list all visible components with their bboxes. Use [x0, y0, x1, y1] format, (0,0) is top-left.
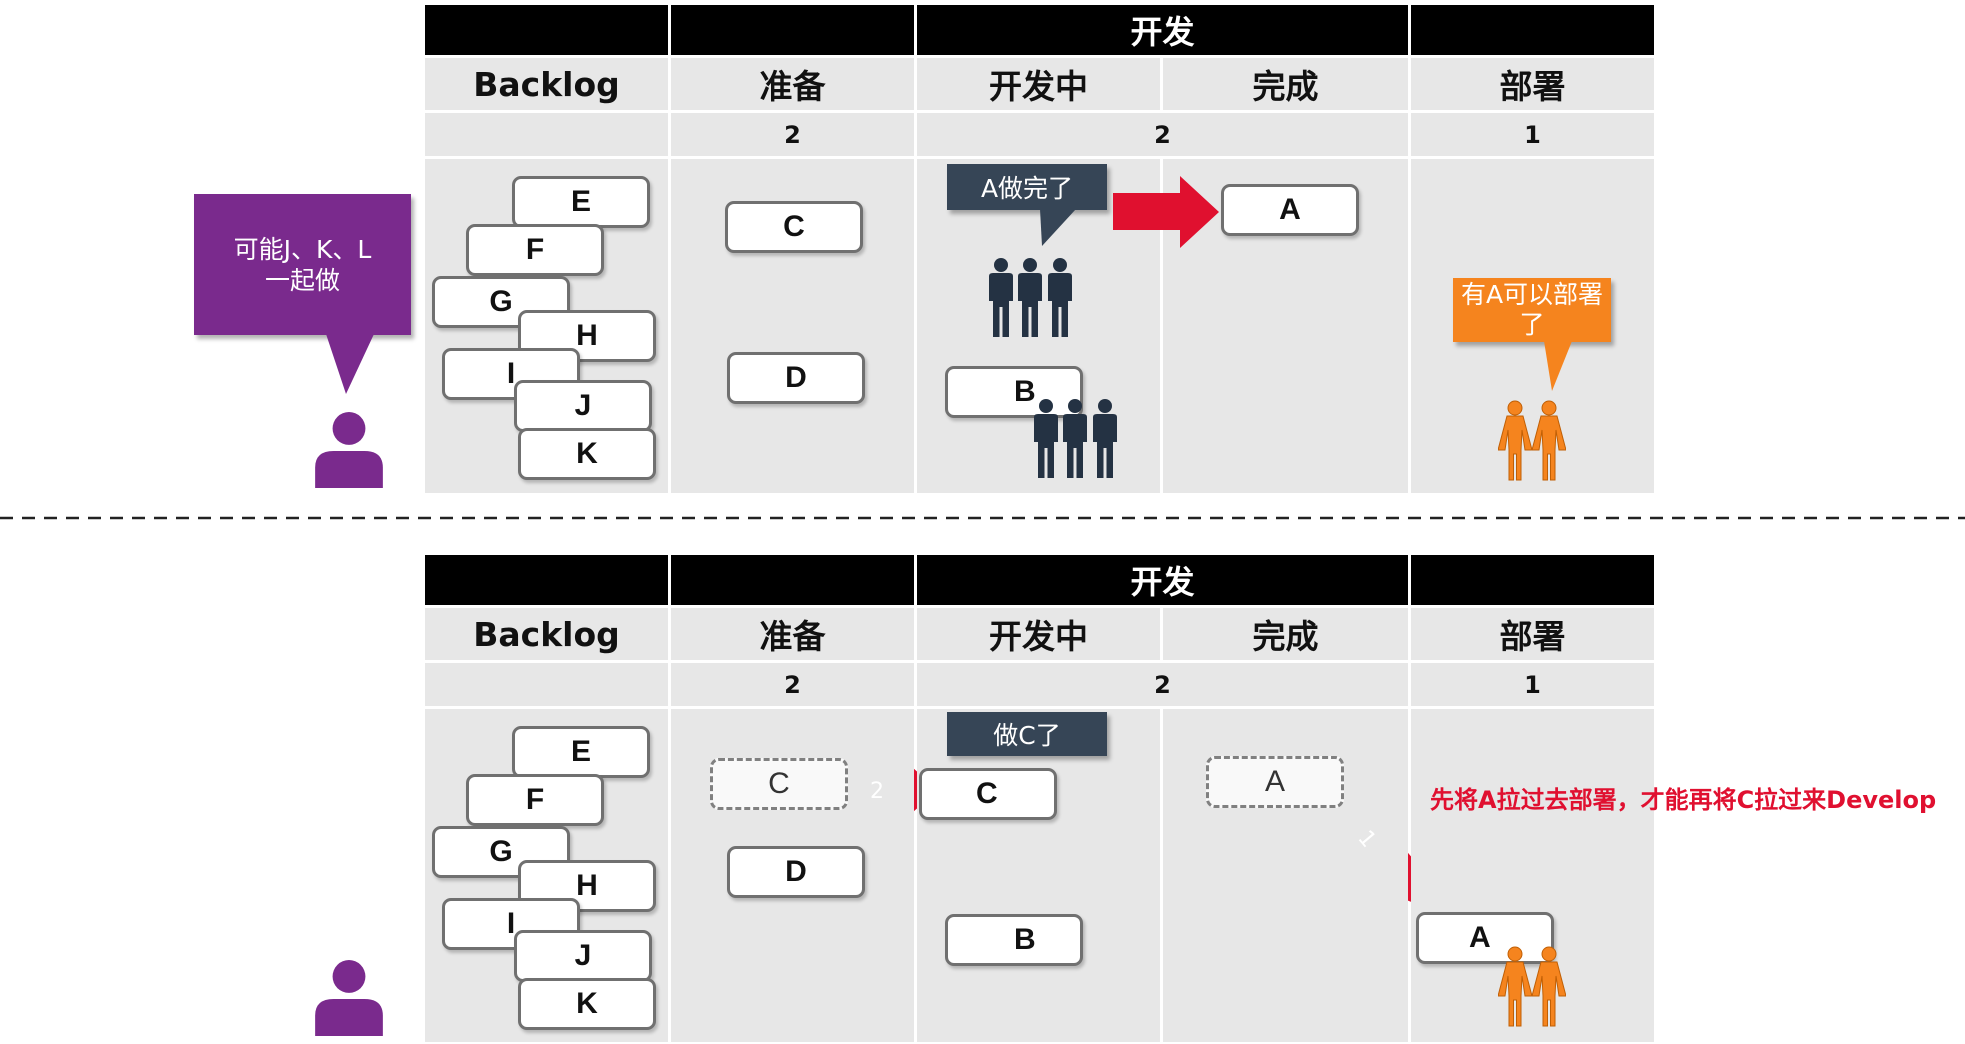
header-empty-deploy — [1411, 555, 1654, 605]
backlog-card-k[interactable]: K — [518, 978, 656, 1030]
dev-callout-tail-top — [1040, 209, 1076, 246]
deploy-callout-tail — [1544, 341, 1572, 391]
column-header-done: 完成 — [1163, 608, 1408, 660]
ops-pair-icon — [1498, 400, 1566, 481]
backlog-card-e[interactable]: E — [512, 726, 650, 778]
column-header-developing: 开发中 — [917, 608, 1160, 660]
arrow-right-icon — [1113, 176, 1219, 248]
column-header-ready: 准备 — [671, 58, 914, 110]
column-header-backlog: Backlog — [425, 608, 668, 660]
header-empty-ready — [671, 5, 914, 55]
dev-callout-top: A做完了 — [947, 164, 1107, 210]
wip-limit-deploy: 1 — [1411, 113, 1654, 156]
ready-card-c[interactable]: C — [725, 201, 863, 253]
wip-limit-deploy: 1 — [1411, 663, 1654, 706]
person-icon — [315, 412, 383, 488]
lane-deploy — [1411, 709, 1654, 1042]
instruction-note: 先将A拉过去部署，才能再将C拉过来Develop — [1430, 786, 1937, 814]
ready-card-d[interactable]: D — [727, 846, 865, 898]
header-empty-ready — [671, 555, 914, 605]
dev-card-b[interactable]: B — [945, 366, 1083, 418]
developer-group-icon — [989, 258, 1072, 337]
column-header-backlog: Backlog — [425, 58, 668, 110]
dev-card-c[interactable]: C — [919, 768, 1057, 820]
backlog-card-f[interactable]: F — [466, 224, 604, 276]
lane-developing — [917, 709, 1160, 1042]
wip-cell-backlog — [425, 113, 668, 156]
ready-ghost-card-c[interactable]: C — [710, 758, 848, 810]
group-header-develop: 开发 — [917, 555, 1408, 605]
header-empty-backlog — [425, 555, 668, 605]
done-ghost-card-a[interactable]: A — [1206, 756, 1344, 808]
developer-group-icon — [1034, 399, 1117, 478]
column-header-done: 完成 — [1163, 58, 1408, 110]
group-header-develop: 开发 — [917, 5, 1408, 55]
header-empty-deploy — [1411, 5, 1654, 55]
deploy-callout-top: 有A可以部署了 — [1453, 278, 1611, 342]
wip-limit-develop: 2 — [917, 663, 1408, 706]
column-header-deploy: 部署 — [1411, 608, 1654, 660]
deploy-card-a[interactable]: A — [1416, 912, 1554, 964]
manager-callout: 可能J、K、L一起做 — [194, 194, 411, 335]
backlog-card-f[interactable]: F — [466, 774, 604, 826]
column-header-deploy: 部署 — [1411, 58, 1654, 110]
wip-limit-ready: 2 — [671, 663, 914, 706]
person-icon — [315, 960, 383, 1036]
arrow-2-label: 2 — [870, 778, 884, 804]
ready-card-d[interactable]: D — [727, 352, 865, 404]
done-card-a[interactable]: A — [1221, 184, 1359, 236]
wip-limit-ready: 2 — [671, 113, 914, 156]
column-header-ready: 准备 — [671, 608, 914, 660]
manager-callout-tail — [326, 334, 374, 394]
dev-callout-bottom: 做C了 — [947, 712, 1107, 756]
dev-card-b[interactable]: B — [945, 914, 1083, 966]
backlog-card-k[interactable]: K — [518, 428, 656, 480]
backlog-card-j[interactable]: J — [514, 930, 652, 982]
wip-cell-backlog — [425, 663, 668, 706]
column-header-developing: 开发中 — [917, 58, 1160, 110]
wip-limit-develop: 2 — [917, 113, 1408, 156]
header-empty-backlog — [425, 5, 668, 55]
